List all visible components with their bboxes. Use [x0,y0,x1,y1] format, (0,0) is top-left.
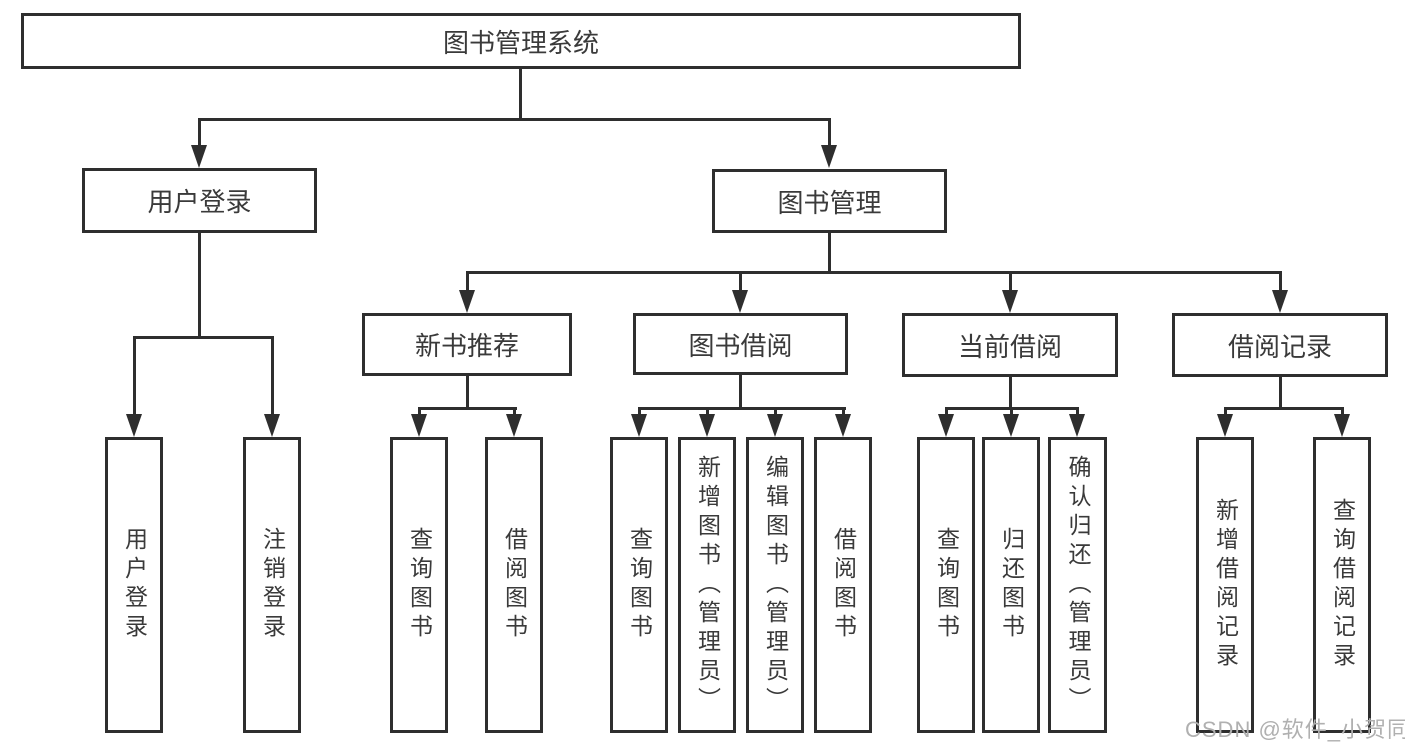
connector-arrow-down [1069,414,1085,437]
connector-line [842,407,845,417]
node-book-management: 图书管理 [712,169,947,233]
connector-line [198,118,201,147]
connector-arrow-down [191,145,207,168]
connector-arrow-down [835,414,851,437]
node-new-book-recommend-label: 新书推荐 [414,331,519,361]
node-new-book-recommend: 新书推荐 [362,313,572,376]
leaf-query-books-borrow: 查询图书 [610,437,668,733]
connector-line [828,118,831,147]
connector-line [513,407,516,417]
connector-arrow-down [938,414,954,437]
connector-arrow-down [506,414,522,437]
connector-line [133,336,136,416]
node-user-login-label: 用户登录 [147,187,252,217]
leaf-query-books-recommend: 查询图书 [390,437,448,733]
connector-line [706,407,709,417]
connector-line [1224,407,1227,417]
connector-line [1279,377,1282,410]
leaf-user-login-label: 用户登录 [121,527,148,643]
leaf-borrow-books-recommend: 借阅图书 [485,437,543,733]
leaf-borrow-books-borrow: 借阅图书 [814,437,872,733]
connector-line [774,407,777,417]
connector-line [739,271,742,292]
connector-line [418,407,421,417]
leaf-add-book-admin: 新增图书（管理员） [678,437,736,733]
connector-arrow-down [821,145,837,168]
leaf-borrow-books-borrow-label: 借阅图书 [830,527,857,643]
connector-line [828,233,831,274]
connector-arrow-down [1272,290,1288,313]
leaf-user-login: 用户登录 [105,437,163,733]
node-current-borrow: 当前借阅 [902,313,1118,377]
connector-line [466,271,469,292]
connector-arrow-down [411,414,427,437]
connector-line [1224,407,1344,410]
connector-arrow-down [631,414,647,437]
connector-line [1279,271,1282,292]
node-book-borrow: 图书借阅 [633,313,848,375]
node-borrow-records-label: 借阅记录 [1227,331,1332,362]
connector-line [466,271,1282,274]
connector-line [739,375,742,410]
connector-arrow-down [1002,290,1018,313]
connector-line [198,118,831,121]
connector-line [638,407,846,410]
leaf-logout: 注销登录 [243,437,301,733]
connector-line [1009,271,1012,292]
connector-line [1009,377,1012,410]
leaf-logout-label: 注销登录 [259,527,286,643]
connector-line [638,407,641,417]
connector-arrow-down [1217,414,1233,437]
connector-arrow-down [699,414,715,437]
leaf-return-book-label: 归还图书 [998,527,1025,643]
connector-line [1010,407,1013,417]
connector-line [466,376,469,410]
node-book-borrow-label: 图书借阅 [688,330,793,361]
connector-arrow-down [1334,414,1350,437]
node-root: 图书管理系统 [21,13,1021,69]
leaf-confirm-return-admin: 确认归还（管理员） [1048,437,1107,733]
connector-line [1076,407,1079,417]
node-borrow-records: 借阅记录 [1172,313,1388,377]
leaf-edit-book-admin: 编辑图书（管理员） [746,437,804,733]
connector-arrow-down [732,290,748,313]
node-user-login: 用户登录 [82,168,317,233]
leaf-query-borrow-record-label: 查询借阅记录 [1329,498,1356,672]
node-root-label: 图书管理系统 [442,27,599,58]
leaf-query-books-recommend-label: 查询图书 [406,527,433,643]
leaf-query-books-borrow-label: 查询图书 [626,527,653,643]
connector-line [519,69,522,121]
connector-arrow-down [767,414,783,437]
leaf-add-borrow-record-label: 新增借阅记录 [1212,498,1239,672]
connector-line [418,407,517,410]
leaf-query-books-current-label: 查询图书 [933,527,960,643]
connector-arrow-down [264,414,280,437]
leaf-edit-book-admin-label: 编辑图书（管理员） [762,454,789,716]
connector-arrow-down [459,290,475,313]
connector-line [1341,407,1344,417]
leaf-borrow-books-recommend-label: 借阅图书 [501,527,528,643]
leaf-query-books-current: 查询图书 [917,437,975,733]
connector-line [198,233,201,339]
connector-line [945,407,948,417]
connector-line [133,336,274,339]
leaf-add-book-admin-label: 新增图书（管理员） [694,454,721,716]
connector-arrow-down [126,414,142,437]
node-current-borrow-label: 当前借阅 [957,331,1062,362]
watermark: CSDN @软件_小贺同学 [1185,717,1405,742]
node-book-management-label: 图书管理 [777,187,882,218]
leaf-add-borrow-record: 新增借阅记录 [1196,437,1254,733]
leaf-confirm-return-admin-label: 确认归还（管理员） [1065,454,1091,716]
connector-arrow-down [1003,414,1019,437]
connector-line [271,336,274,416]
leaf-query-borrow-record: 查询借阅记录 [1313,437,1371,733]
leaf-return-book: 归还图书 [982,437,1040,733]
